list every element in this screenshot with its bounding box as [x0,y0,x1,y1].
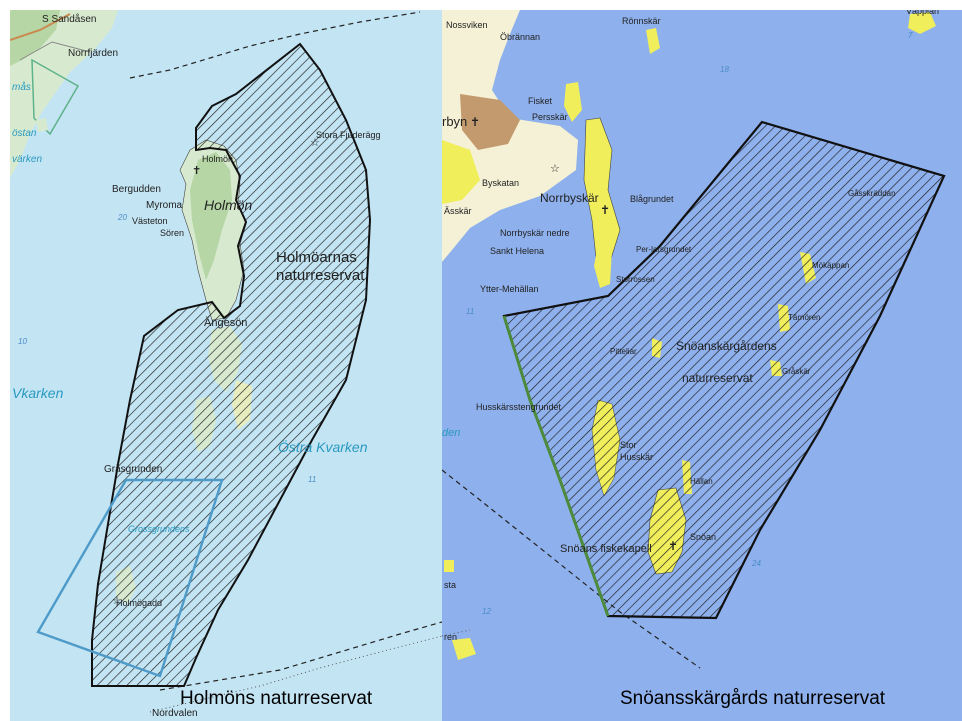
label-nossviken: Nossviken [446,20,488,30]
label-grasgrundens-area: Grossgrundens [128,524,190,534]
label-ostra-kvarken: Östra Kvarken [278,438,368,455]
norrbyskar-island [583,117,621,263]
label-norrfjarden: Norrfjärden [68,48,118,59]
label-tarnoren: Tärnören [788,313,820,322]
label-varken: värken [12,154,42,165]
label-vkarken-west: Vkarken [12,385,64,401]
church-cross-icon: ✝ [192,165,201,177]
label-sta: sta [444,580,456,590]
right-panel-caption: Snöansskärgårds naturreservat [620,688,886,709]
label-angeson: Ängesön [204,317,247,329]
label-norrbyskar: Norrbyskär [540,191,599,205]
label-storrossen: Storrossen [616,275,655,284]
chapel-cross-icon: ✝ [668,539,678,553]
left-road-minor [19,41,91,61]
depth-11-right: 11 [466,307,474,316]
label-vasteton: Västeton [132,216,168,226]
left-road [10,13,71,41]
label-obrannan: Öbrännan [500,32,540,42]
left-sea-border-north [129,11,421,79]
left-map-panel: S Sandåsen Norrfjärden mås östan värken … [10,10,442,721]
star-icon: ☆ [310,137,320,149]
label-husskarsstengrundet: Husskärsstengrundet [476,402,562,412]
label-grasgrunden: Gråsgrunden [104,463,162,475]
holmon-forest [190,152,232,280]
label-asskar: Ässkär [444,206,472,216]
label-norrbyskar-nedre: Norrbyskär nedre [500,228,570,238]
label-holmon-island: Holmön [204,197,252,213]
label-myroma: Myroma [146,200,183,211]
label-stora-fjuderagg: Stora Fjuderägg [316,130,381,140]
label-ostan: östan [12,128,37,139]
depth-7: 7 [908,31,913,40]
depth-18: 18 [720,65,729,74]
depth-12: 12 [482,607,491,616]
depth-20: 20 [117,213,127,222]
label-soren: Sören [160,228,184,238]
right-map-panel: Väpplan 7 Rönnskär Nossviken Öbrännan 18… [442,6,962,721]
label-ytter-mehallan: Ytter-Mehällan [480,284,539,294]
label-holmogadd: Holmögadd [116,598,162,608]
right-reserve-label-1: Snöanskärgårdens [676,339,777,353]
label-persskar: Persskär [532,112,568,122]
label-grasskar: Gråskär [782,367,811,376]
label-ronnskar: Rönnskär [622,16,661,26]
left-sea-cable [149,635,442,713]
depth-24: 24 [751,559,761,568]
label-per-larsgrundet: Per-larsgrundet [636,245,692,254]
label-snoan: Snöan [690,532,716,542]
label-fisket: Fisket [528,96,553,106]
label-holmon-village: Holmön [202,154,233,164]
label-snoans-fiskekapell: Snöans fiskekapell [560,543,652,555]
right-town [460,94,520,150]
islet-r3 [594,244,612,288]
left-blue-outline-area [36,478,224,678]
star-icon: ☆ [550,163,560,175]
church-cross-icon: ✝ [600,203,610,217]
map-symbols: ☆ ✝ ☆ ☆ ✝ ✝ ✝ [112,115,678,607]
left-reserve-label-2: naturreservat [276,267,365,284]
label-sandasen: S Sandåsen [42,13,97,25]
left-panel-caption: Holmöns naturreservat [180,688,373,709]
islet-r1 [564,82,582,122]
left-mainland [10,10,118,178]
left-mainland-forest [10,10,60,66]
right-sea-cable [442,629,471,637]
right-reserve-label-2: naturreservat [682,371,753,385]
depth-11: 11 [308,475,316,484]
church-cross-icon: ✝ [470,115,480,129]
islet-r-sw [452,638,476,660]
left-sea-border-south [159,621,442,691]
depth-10: 10 [18,337,27,346]
label-hallan: Hällan [690,477,713,486]
label-vapplan: Väpplan [906,6,939,16]
label-sankt-helena: Sankt Helena [490,246,544,256]
label-mas: mås [12,81,31,93]
label-stor-husskar-2: Husskär [620,452,653,462]
star-icon: ☆ [112,595,122,607]
label-rbyn: rbyn [442,114,467,129]
left-green-zone [31,58,80,136]
label-gasstraddan: Gåsskräddan [848,189,896,198]
islet-west [36,118,48,132]
label-byskatan: Byskatan [482,178,519,188]
label-bergudden: Bergudden [112,184,161,195]
label-pitteliar: Pitteliar [610,347,637,356]
right-mainland-yellow [442,140,480,204]
label-blagrundet: Blågrundet [630,194,674,204]
label-stor-husskar-1: Stor [620,440,637,450]
islet-r2 [646,28,660,54]
right-sea-border [442,469,701,669]
vapplan-island [908,12,936,34]
label-den: den [442,427,460,439]
label-ren: ren [444,632,457,642]
left-reserve-label-1: Holmöarnas [276,249,357,266]
label-nordvalen: Nordvalen [152,708,198,719]
holmon-reserve-area [91,42,372,687]
label-mokappan: Mökäppan [812,261,849,270]
snoan-reserve-green-edge [502,315,610,617]
islet-r-w [444,560,454,572]
